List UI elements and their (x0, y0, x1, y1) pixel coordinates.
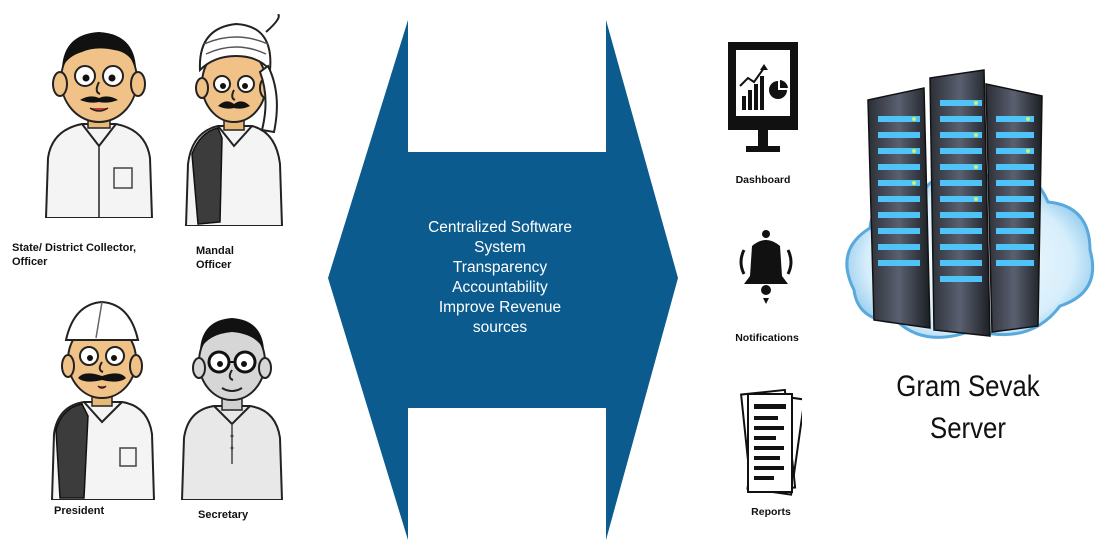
arrow-line: Accountability (452, 279, 548, 296)
reports-document-icon (736, 388, 806, 503)
secretary-figure-icon (176, 304, 288, 500)
role-label-president: President (54, 505, 105, 517)
arrow-shape (328, 20, 678, 540)
dashboard-monitor-icon (726, 40, 800, 163)
feature-label-notifications: Notifications (735, 332, 799, 344)
bell-icon (738, 228, 794, 313)
arrow-line: sources (472, 319, 528, 336)
server-rack-cloud-icon (834, 60, 1102, 371)
president-figure-icon (44, 298, 162, 500)
arrow-line: Centralized Software (428, 219, 572, 236)
arrow-line: Improve Revenue (438, 299, 562, 316)
server-title: Gram Sevak Server (873, 366, 1062, 450)
role-label-collector: State/ District Collector, Officer (12, 242, 137, 268)
role-label-secretary: Secretary (198, 509, 249, 521)
feature-label-reports: Reports (751, 506, 791, 518)
mandal-officer-figure-icon (178, 14, 288, 226)
arrow-line: System (474, 239, 526, 256)
feature-label-dashboard: Dashboard (735, 174, 791, 186)
role-label-mandal: Mandal Officer (196, 245, 234, 271)
double-headed-arrow-icon (328, 20, 680, 545)
server-title-line: Server (929, 412, 1006, 445)
arrow-text-block: Centralized Software System Transparency… (380, 218, 620, 338)
server-title-line: Gram Sevak (896, 370, 1040, 403)
arrow-line: Transparency (452, 259, 548, 276)
collector-figure-icon (34, 18, 164, 218)
